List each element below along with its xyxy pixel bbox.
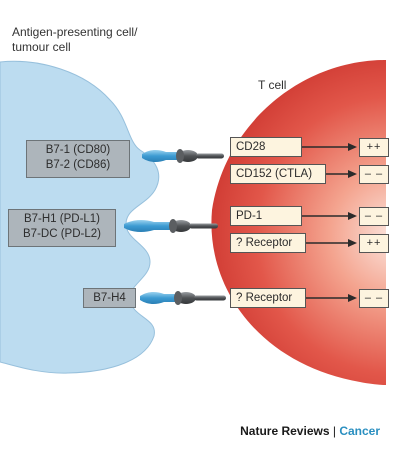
- journal-footer: Nature Reviews | Cancer: [240, 424, 380, 438]
- apc-label-line1: Antigen-presenting cell/: [12, 25, 138, 39]
- outcome-cd152: – –: [359, 165, 389, 184]
- journal-section: Cancer: [339, 424, 380, 438]
- ligand-b7-h1: B7-H1 (PD-L1): [23, 213, 101, 225]
- receptor-pd1: PD-1: [230, 206, 302, 226]
- outcome-receptor-b: – –: [359, 289, 389, 308]
- journal-name: Nature Reviews: [240, 424, 330, 438]
- arrows: [301, 143, 357, 302]
- ligand-b7-h4: B7-H4: [93, 292, 126, 304]
- receptor-unknown-b: ? Receptor: [230, 288, 306, 308]
- ligand-stick-top: [142, 149, 178, 163]
- receptor-cd152: CD152 (CTLA): [230, 164, 326, 184]
- pair-bottom: [140, 291, 226, 305]
- apc-label: Antigen-presenting cell/ tumour cell: [12, 25, 137, 55]
- pair-top: [142, 149, 224, 163]
- ligand-box-b7-h1-b7-dc: B7-H1 (PD-L1) B7-DC (PD-L2): [8, 209, 116, 247]
- outcome-receptor-a: ++: [359, 234, 389, 253]
- ligand-b7-1: B7-1 (CD80): [45, 144, 111, 156]
- footer-separator: |: [332, 424, 336, 438]
- receptor-unknown-a: ? Receptor: [230, 233, 306, 253]
- t-cell-label: T cell: [258, 78, 287, 92]
- ligand-box-b7-1-b7-2: B7-1 (CD80) B7-2 (CD86): [26, 140, 130, 178]
- apc-label-line2: tumour cell: [12, 40, 71, 54]
- ligand-box-b7-h4: B7-H4: [83, 288, 136, 308]
- ligand-stick-bottom: [140, 291, 176, 305]
- receptor-cd28: CD28: [230, 137, 302, 157]
- ligand-stick-middle: [124, 219, 170, 233]
- ligand-b7-2: B7-2 (CD86): [45, 159, 111, 171]
- outcome-cd28: ++: [359, 138, 389, 157]
- pair-middle: [124, 219, 218, 233]
- outcome-pd1: – –: [359, 207, 389, 226]
- ligand-b7-dc: B7-DC (PD-L2): [23, 228, 101, 240]
